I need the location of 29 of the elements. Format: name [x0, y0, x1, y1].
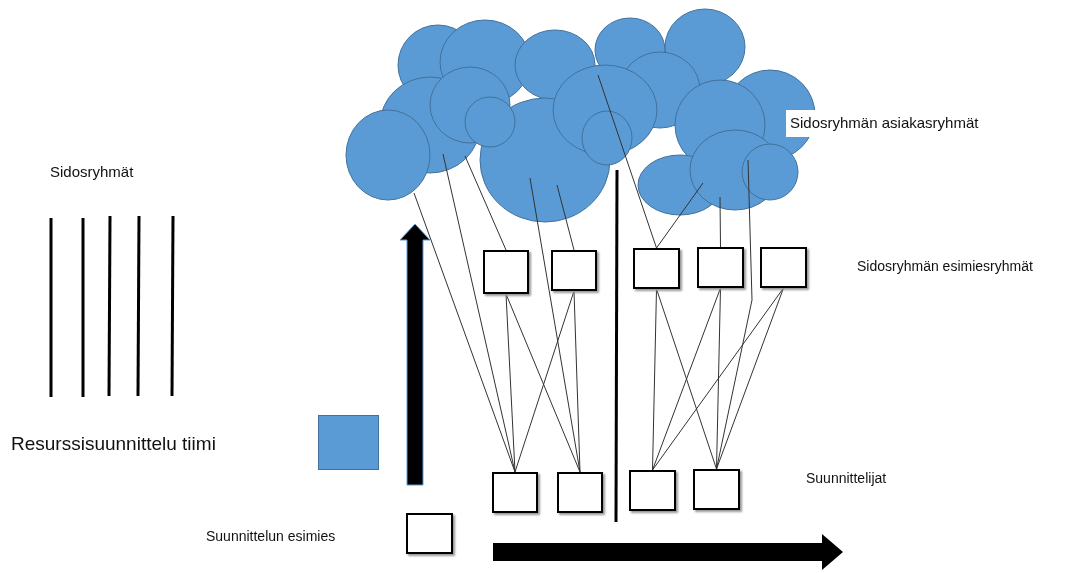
- legend-text: Resurssisuunnittelu tiimi: [11, 433, 216, 455]
- square-box: [551, 250, 597, 291]
- square-box: [483, 250, 529, 294]
- label-text: Sidosryhmän esimiesryhmät: [857, 258, 1033, 274]
- connector-line: [656, 182, 704, 249]
- square-box: [697, 247, 744, 288]
- connector-line: [716, 287, 721, 470]
- connector-line: [652, 287, 784, 471]
- connector-line: [505, 293, 516, 473]
- connector-line: [464, 155, 507, 251]
- connector-line: [719, 196, 721, 248]
- square-box: [693, 469, 740, 510]
- label-text: Suunnittelun esimies: [206, 528, 336, 544]
- label-text: Sidosryhmät: [50, 163, 134, 180]
- connector-line: [514, 290, 575, 473]
- connector-line: [413, 192, 516, 473]
- connector-line: [556, 184, 575, 251]
- connector-line: [597, 74, 657, 249]
- square-box: [492, 472, 538, 513]
- square-box: [760, 247, 807, 288]
- square-box: [557, 472, 603, 513]
- connector-line: [716, 287, 784, 470]
- square-box: [629, 470, 676, 511]
- square-box: [633, 248, 680, 289]
- label-text: Suunnittelijat: [806, 470, 887, 486]
- connector-line: [573, 290, 581, 473]
- square-box: [406, 513, 453, 554]
- connector-line: [652, 288, 657, 471]
- connector-line: [505, 293, 581, 473]
